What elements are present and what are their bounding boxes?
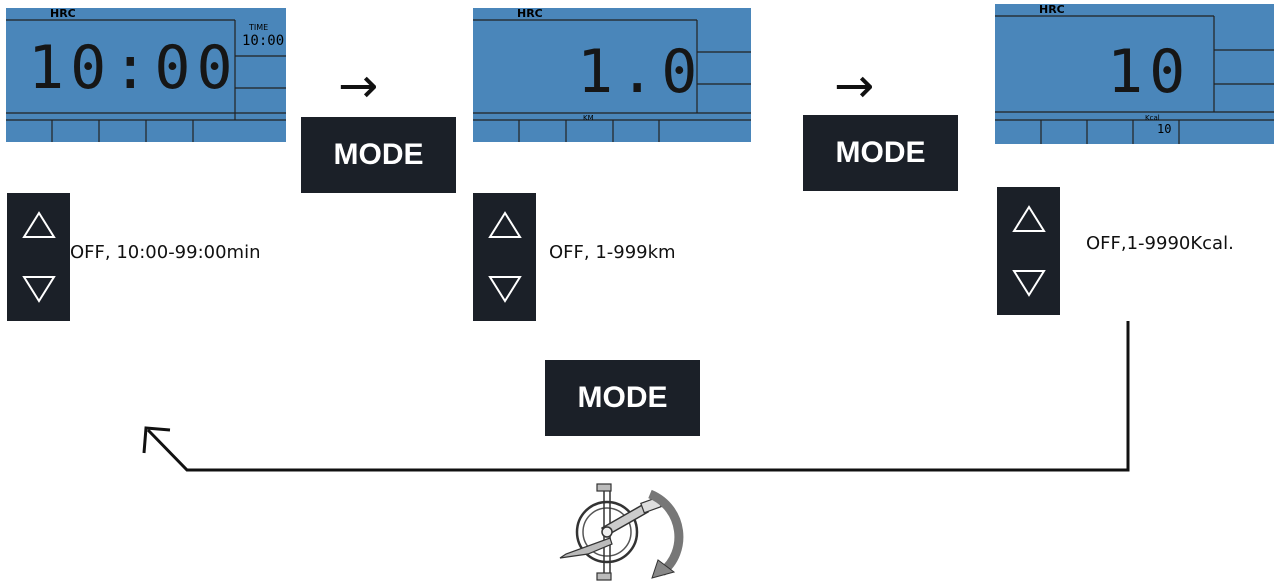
up-triangle-icon[interactable] <box>1012 205 1046 232</box>
up-down-buttons-2[interactable] <box>473 193 536 321</box>
kcal-label: Kcal <box>1145 114 1160 122</box>
up-triangle-icon[interactable] <box>22 211 56 238</box>
up-triangle-icon[interactable] <box>488 211 522 238</box>
lcd-panel-distance: HRC 1.0 KM <box>473 7 751 142</box>
calories-display: 10 <box>1107 37 1192 107</box>
time-side-value: 10:00 <box>242 33 285 49</box>
next-arrow-1: → <box>338 58 379 114</box>
calories-range-text: OFF,1-9990Kcal. <box>1086 233 1234 254</box>
lcd-grid-lines <box>995 15 1274 144</box>
kcal-value: 10 <box>1157 122 1172 136</box>
hrc-label: HRC <box>517 7 543 20</box>
time-display: 10:00 <box>28 33 239 103</box>
pedal-crank-icon <box>559 483 684 581</box>
time-label: TIME <box>249 23 269 32</box>
hrc-label: HRC <box>50 7 76 20</box>
mode-button-3[interactable]: MODE <box>545 360 700 436</box>
up-down-buttons-3[interactable] <box>997 187 1060 315</box>
mode-button-1[interactable]: MODE <box>301 117 456 193</box>
lcd-panel-time: HRC 10:00 TIME 10:00 <box>6 7 286 142</box>
down-triangle-icon[interactable] <box>1012 270 1046 297</box>
hrc-label: HRC <box>1039 3 1065 16</box>
next-arrow-2: → <box>834 58 875 114</box>
lcd-grid-lines <box>6 19 286 142</box>
down-triangle-icon[interactable] <box>22 276 56 303</box>
lcd-panel-calories: HRC 10 Kcal 10 <box>995 3 1274 144</box>
lcd-grid-lines <box>473 19 751 142</box>
down-triangle-icon[interactable] <box>488 276 522 303</box>
distance-display: 1.0 <box>577 37 704 107</box>
km-label: KM <box>583 114 594 122</box>
time-range-text: OFF, 10:00-99:00min <box>70 242 261 263</box>
mode-button-2[interactable]: MODE <box>803 115 958 191</box>
distance-range-text: OFF, 1-999km <box>549 242 676 263</box>
up-down-buttons-1[interactable] <box>7 193 70 321</box>
